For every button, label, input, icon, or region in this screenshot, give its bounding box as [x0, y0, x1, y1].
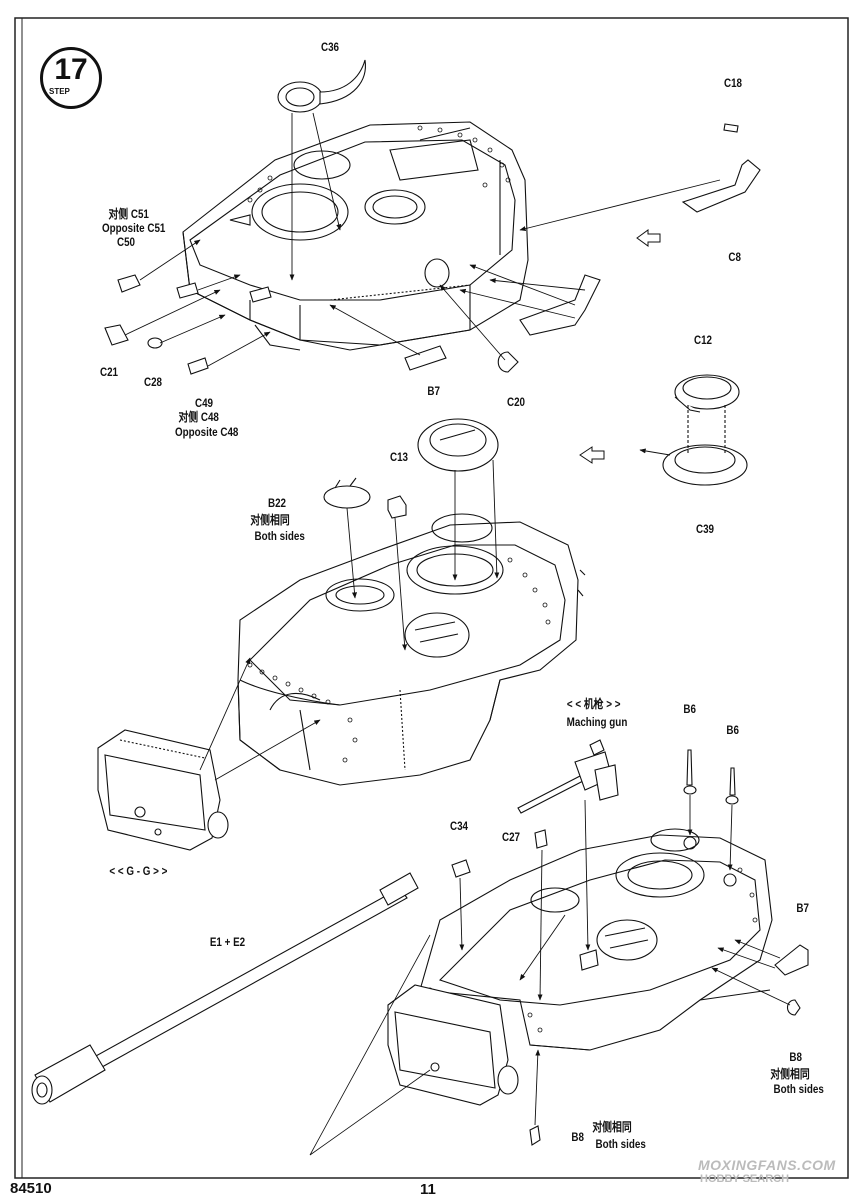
label-c27: C27 [501, 830, 521, 844]
parts-lower-small [451, 749, 809, 1146]
label-mg-en: Maching gun [566, 715, 628, 729]
label-b6-b: B6 [726, 723, 739, 737]
parts-left-small [104, 274, 272, 375]
label-c50: C50 [116, 235, 136, 249]
turret-upper-assembly [182, 121, 529, 351]
page-frame [14, 17, 849, 1179]
label-b8-bottom-en: Both sides [595, 1137, 646, 1151]
label-c18: C18 [723, 76, 743, 90]
part-gun-barrel-e1-e2 [31, 872, 419, 1105]
label-c48-en: Opposite C48 [174, 425, 239, 439]
label-e1-e2: E1 + E2 [209, 935, 246, 949]
turret-middle-assembly [237, 513, 586, 786]
part-c36 [277, 59, 366, 113]
label-b8-bottom: B8 [571, 1130, 584, 1144]
label-c48-cn: 对侧 C48 [178, 410, 219, 424]
part-gg-mantlet [97, 729, 229, 851]
part-machine-gun [517, 739, 619, 971]
product-code: 84510 [10, 1180, 52, 1197]
parts-b7-c20-top [404, 345, 519, 373]
label-mg-cn: < < 机枪 > > [566, 697, 621, 711]
watermark-site: MOXINGFANS.COM [698, 1157, 836, 1173]
gun-insertion-line [309, 934, 431, 1156]
parts-c13-b22-hatch [323, 418, 499, 519]
label-b22: B22 [267, 496, 287, 510]
label-b8-right-en: Both sides [773, 1082, 824, 1096]
label-c34: C34 [449, 819, 469, 833]
label-c39: C39 [695, 522, 715, 536]
label-c36: C36 [320, 40, 340, 54]
label-c21: C21 [99, 365, 119, 379]
label-b22-cn: 对侧相同 [250, 513, 290, 527]
label-c51-cn: 对侧 C51 [108, 207, 149, 221]
label-b7-bottom: B7 [796, 901, 809, 915]
label-c28: C28 [143, 375, 163, 389]
leader-lines-bottom [459, 795, 791, 1126]
step-number: 17 [54, 53, 88, 86]
label-c12: C12 [693, 333, 713, 347]
label-c13: C13 [389, 450, 409, 464]
watermark-hobby: HOBBY SEARCH [700, 1173, 790, 1185]
step-word: STEP [49, 87, 70, 96]
label-b8-right-cn: 对侧相同 [770, 1067, 810, 1081]
label-gg: < < G - G > > [109, 864, 168, 878]
label-c8: C8 [728, 250, 741, 264]
label-c51-en: Opposite C51 [101, 221, 166, 235]
parts-c8-c18 [519, 123, 761, 336]
label-c49: C49 [194, 396, 214, 410]
label-b22-en: Both sides [254, 529, 305, 543]
direction-arrows [579, 229, 661, 464]
leader-lines-top [124, 112, 721, 367]
label-b8-bottom-cn: 对侧相同 [592, 1120, 632, 1134]
parts-c12-c39 [662, 374, 748, 486]
label-c20: C20 [506, 395, 526, 409]
label-b8-right: B8 [789, 1050, 802, 1064]
label-b6-a: B6 [683, 702, 696, 716]
step-badge: 17 STEP [40, 47, 102, 109]
label-b7-top: B7 [427, 384, 440, 398]
page-number: 11 [420, 1181, 436, 1198]
leader-lines-middle [199, 448, 671, 781]
part-mantlet-lower [387, 984, 519, 1106]
